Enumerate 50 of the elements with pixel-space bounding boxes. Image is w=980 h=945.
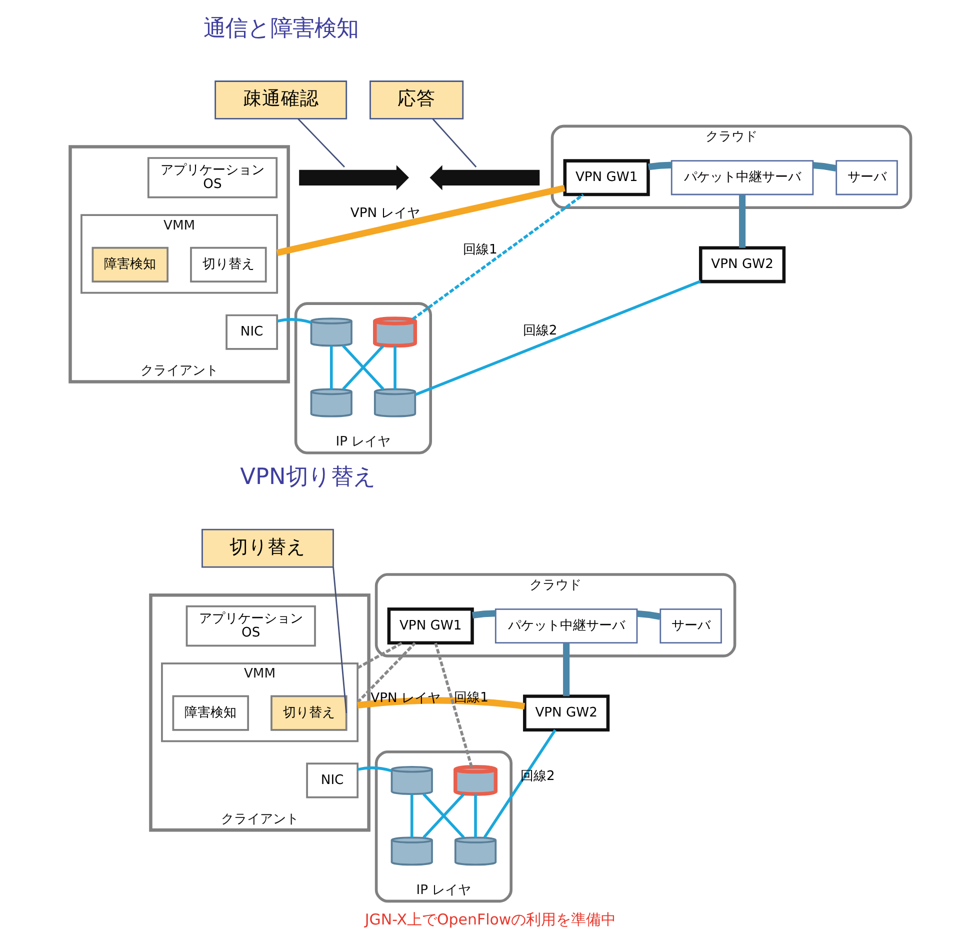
- node-box: 切り替え: [270, 695, 347, 731]
- connector: [276, 184, 565, 256]
- node-box: NIC: [306, 762, 358, 798]
- node-box: VPN GW1: [386, 608, 474, 644]
- cluster: IP レイヤ: [294, 302, 432, 454]
- node-box: サーバ: [659, 608, 722, 644]
- connector: [648, 162, 672, 170]
- connector: [411, 194, 584, 320]
- connector: [329, 346, 332, 390]
- node-arrow: [298, 165, 408, 190]
- node-box: NIC: [225, 314, 278, 350]
- edge-label: 回線2: [522, 323, 557, 338]
- node-box: サーバ: [835, 160, 898, 196]
- node-arrow: [429, 165, 540, 190]
- node-box: 切り替え: [201, 528, 334, 568]
- connector: [474, 794, 476, 838]
- connector: [422, 793, 464, 838]
- label: VPN切り替え: [240, 464, 376, 490]
- connector: [812, 162, 836, 172]
- connector: [332, 566, 347, 714]
- connector: [410, 794, 413, 838]
- connector: [393, 346, 396, 390]
- connector: [562, 642, 570, 696]
- connector: [434, 642, 472, 768]
- connector: [472, 610, 496, 618]
- node-box: 切り替え: [190, 246, 266, 282]
- connector: [414, 280, 700, 396]
- node-box: VPN GW2: [698, 246, 786, 284]
- node-box: パケット中継サーバ: [670, 160, 814, 196]
- label: 通信と障害検知: [202, 16, 358, 42]
- connector: [356, 642, 402, 670]
- connector: [636, 610, 660, 620]
- node-box: アプリケーション OS: [185, 605, 316, 647]
- node-box: VPN GW1: [562, 159, 650, 196]
- node-box: 障害検知: [91, 246, 168, 282]
- connector: [297, 118, 344, 168]
- caption: JGN-X上でOpenFlowの利用を準備中: [364, 910, 616, 928]
- connector: [738, 194, 746, 248]
- node-box: 応答: [369, 80, 464, 120]
- node-box: アプリケーション OS: [146, 157, 278, 198]
- node-box: パケット中継サーバ: [494, 608, 638, 644]
- node-box: 障害検知: [172, 695, 248, 731]
- node-box: 疎通確認: [214, 80, 347, 120]
- edge-label: 回線1: [462, 242, 497, 258]
- connector: [432, 118, 476, 168]
- node-box: VPN GW2: [522, 694, 610, 732]
- connector: [342, 344, 384, 390]
- edge-label: VPN レイヤ: [350, 206, 420, 221]
- cluster: IP レイヤ: [374, 750, 512, 903]
- connector: [482, 729, 556, 838]
